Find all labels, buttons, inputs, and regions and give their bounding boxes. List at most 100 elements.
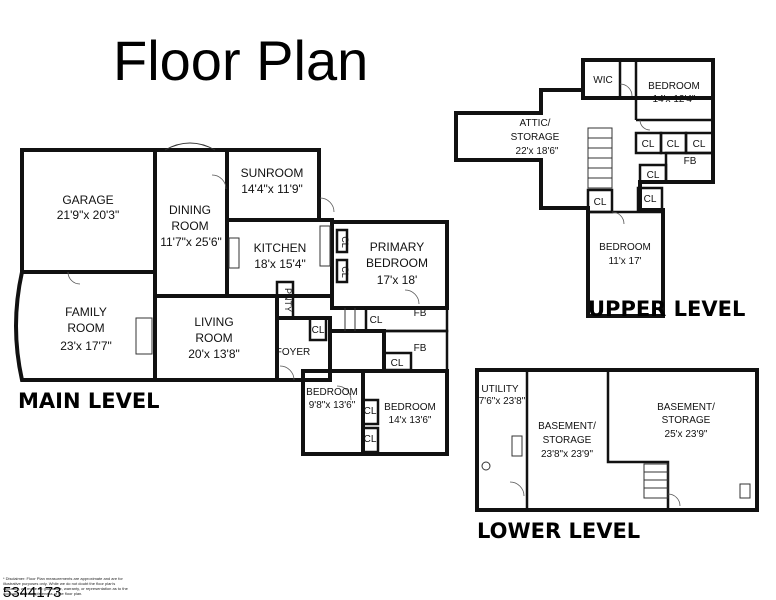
basement-1-label-2: STORAGE bbox=[543, 435, 592, 446]
garage-dims: 21'9"x 20'3" bbox=[57, 208, 119, 222]
attic-dims: 22'x 18'6" bbox=[516, 146, 559, 157]
bedroom-a-label: BEDROOM bbox=[306, 387, 358, 398]
utility-equipment bbox=[511, 435, 523, 457]
family-room-label-2: ROOM bbox=[67, 321, 104, 335]
upper-level-title: UPPER LEVEL bbox=[588, 297, 745, 321]
family-room-dims: 23'x 17'7" bbox=[60, 339, 112, 353]
kitchen-counter bbox=[228, 237, 240, 269]
family-room-label-1: FAMILY bbox=[65, 305, 107, 319]
living-room-label-2: ROOM bbox=[195, 331, 232, 345]
disclaimer-line: illustrative purposes only. While we do … bbox=[3, 581, 115, 586]
hallway-outline bbox=[330, 329, 386, 373]
primary-closet-2 bbox=[335, 258, 349, 284]
upper-bedroom-1-label: BEDROOM bbox=[648, 81, 700, 92]
utility-dims: 7'6"x 23'8" bbox=[479, 396, 526, 407]
closet-label: CL bbox=[340, 266, 350, 278]
closet-label: CL bbox=[594, 197, 607, 208]
disclaimer-line: * Disclaimer: Floor Plan measurements ar… bbox=[3, 576, 123, 581]
primary-bedroom-label-2: BEDROOM bbox=[366, 256, 428, 270]
door-swing bbox=[279, 365, 295, 381]
closet-label: CL bbox=[370, 315, 383, 326]
full-bath-label: FB bbox=[684, 156, 697, 167]
bedroom-a-outline bbox=[301, 369, 365, 456]
sunroom-dims: 14'4"x 11'9" bbox=[241, 182, 303, 196]
door-swing bbox=[619, 83, 633, 97]
closet-label: CL bbox=[667, 139, 680, 150]
fireplace bbox=[135, 317, 153, 355]
full-bath-label: FB bbox=[414, 343, 427, 354]
basement-2-label-1: BASEMENT/ bbox=[657, 402, 715, 413]
upper-bedroom-2-dims: 11'x 17' bbox=[608, 256, 641, 267]
kitchen-label: KITCHEN bbox=[254, 241, 307, 255]
basement-1-dims: 23'8"x 23'9" bbox=[541, 449, 594, 460]
basement-2-label-2: STORAGE bbox=[662, 415, 711, 426]
lower-level-outline bbox=[475, 368, 759, 512]
closet-label: CL bbox=[391, 358, 404, 369]
page-title: Floor Plan bbox=[113, 29, 368, 92]
attic-label-1: ATTIC/ bbox=[520, 118, 551, 129]
upper-bedroom-2-label: BEDROOM bbox=[599, 242, 651, 253]
dining-label-1: DINING bbox=[169, 203, 211, 217]
lower-stairs bbox=[643, 463, 669, 499]
disclaimer-line: accuracy and completeness of the floor p… bbox=[3, 591, 82, 596]
lower-level-plan bbox=[475, 368, 759, 512]
floor-drain bbox=[481, 461, 491, 471]
closet-label: CL bbox=[312, 325, 325, 336]
upper-bedroom-1-dims: 14'x 12'4" bbox=[653, 94, 696, 105]
main-level-plan bbox=[14, 142, 449, 456]
door-swing bbox=[404, 289, 420, 305]
basement-2-dims: 25'x 23'9" bbox=[665, 429, 708, 440]
upper-closet-6 bbox=[636, 186, 664, 212]
dining-dims: 11'7"x 25'6" bbox=[160, 235, 222, 249]
upper-level-outline bbox=[454, 88, 715, 318]
attic-label-2: STORAGE bbox=[511, 132, 560, 143]
upper-closet-4 bbox=[638, 163, 668, 184]
closet-label: CL bbox=[642, 139, 655, 150]
door-swing bbox=[336, 385, 352, 401]
primary-bedroom-dims: 17'x 18' bbox=[377, 273, 418, 287]
bedroom-b-label: BEDROOM bbox=[384, 402, 436, 413]
basement-fixture bbox=[739, 483, 751, 499]
closet-label: CL bbox=[647, 170, 660, 181]
primary-closet-1 bbox=[335, 228, 349, 254]
living-room-label-1: LIVING bbox=[194, 315, 233, 329]
sunroom-label: SUNROOM bbox=[241, 166, 304, 180]
door-swing bbox=[667, 493, 681, 507]
kitchen-cabinets bbox=[319, 225, 331, 267]
closet-label: CL bbox=[364, 434, 377, 445]
bedroom-a-dims: 9'8"x 13'6" bbox=[309, 400, 356, 411]
door-swing bbox=[319, 197, 335, 213]
bedroom-b-dims: 14'x 13'6" bbox=[389, 415, 432, 426]
disclaimer-line: accuracy, we make no guarantee, warranty… bbox=[3, 586, 129, 591]
door-swing bbox=[211, 174, 227, 190]
door-swing bbox=[639, 119, 651, 131]
upper-level-plan bbox=[454, 58, 715, 318]
utility-label: UTILITY bbox=[481, 384, 519, 395]
wic-label: WIC bbox=[593, 75, 612, 86]
family-room-outline bbox=[14, 270, 157, 382]
door-swing bbox=[67, 271, 81, 285]
foyer-label: FOYER bbox=[276, 347, 310, 358]
dining-bay-window bbox=[164, 142, 216, 151]
wic-outline bbox=[581, 58, 622, 100]
primary-bedroom-label-1: PRIMARY bbox=[370, 240, 424, 254]
kitchen-dims: 18'x 15'4" bbox=[254, 257, 306, 271]
garage-label: GARAGE bbox=[62, 193, 113, 207]
basement-1-label-1: BASEMENT/ bbox=[538, 421, 596, 432]
pantry-label: PNTY bbox=[283, 288, 293, 312]
foyer-closet bbox=[308, 316, 328, 342]
living-room-dims: 20'x 13'8" bbox=[188, 347, 240, 361]
closet-label: CL bbox=[693, 139, 706, 150]
main-level-title: MAIN LEVEL bbox=[18, 389, 160, 413]
bedroom-closet-1 bbox=[361, 398, 380, 426]
dining-label-2: ROOM bbox=[171, 219, 208, 233]
closet-label: CL bbox=[364, 406, 377, 417]
bedroom-closet-2 bbox=[361, 426, 380, 454]
lower-level-title: LOWER LEVEL bbox=[477, 519, 640, 543]
door-swing bbox=[509, 481, 525, 497]
full-bath-label: FB bbox=[414, 308, 427, 319]
listing-number: 5344173 bbox=[3, 584, 61, 600]
closet-label: CL bbox=[644, 194, 657, 205]
closet-label: CL bbox=[340, 236, 350, 248]
